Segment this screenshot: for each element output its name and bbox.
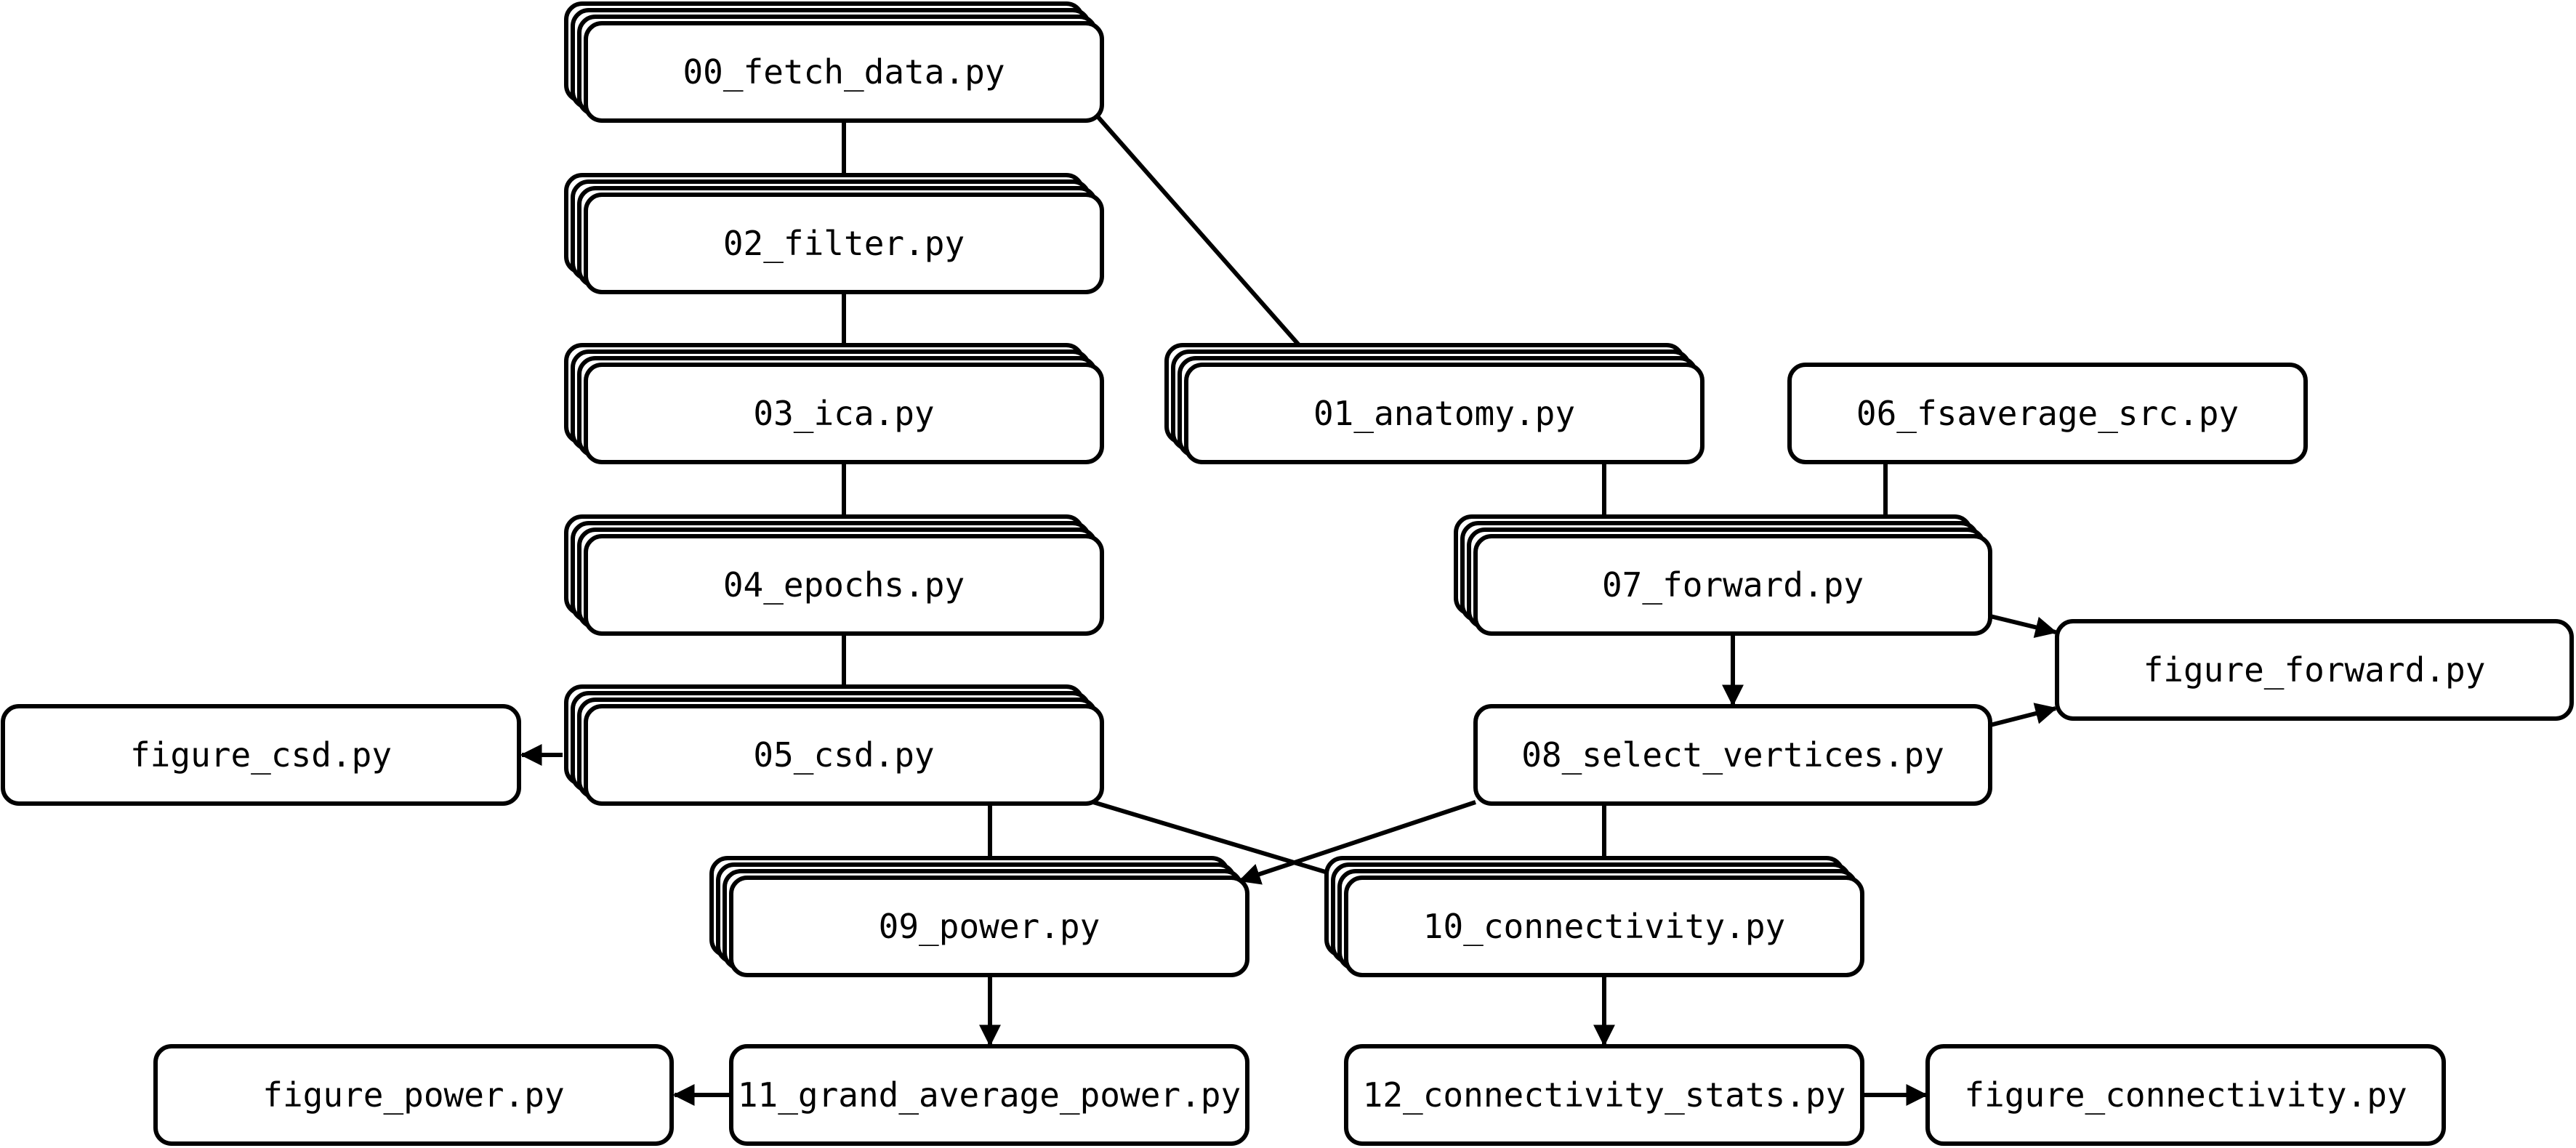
node-box: [729, 1044, 1249, 1146]
node-label: figure_connectivity.py: [1964, 1075, 2407, 1115]
node-n11: 11_grand_average_power.py: [729, 1044, 1249, 1146]
node-label: 10_connectivity.py: [1423, 907, 1786, 946]
node-box: [1787, 363, 2308, 464]
node-label: 01_anatomy.py: [1313, 394, 1575, 433]
node-nfc: figure_csd.py: [1, 704, 521, 806]
node-n05: 05_csd.py: [564, 684, 1104, 806]
node-label: 02_filter.py: [723, 224, 965, 263]
node-box: [1473, 704, 1992, 806]
node-label: 04_epochs.py: [723, 565, 965, 605]
node-n08: 08_select_vertices.py: [1473, 704, 1992, 806]
node-label: 06_fsaverage_src.py: [1856, 394, 2239, 433]
node-nfn: figure_connectivity.py: [1925, 1044, 2446, 1146]
node-box: [584, 21, 1104, 123]
node-nfp: figure_power.py: [153, 1044, 674, 1146]
node-n03: 03_ica.py: [564, 343, 1104, 464]
node-n02: 02_filter.py: [564, 173, 1104, 294]
node-n06: 06_fsaverage_src.py: [1787, 363, 2308, 464]
node-n09: 09_power.py: [709, 856, 1249, 977]
node-box: [584, 704, 1104, 806]
edge-n08-to-n09: [1238, 800, 1476, 885]
node-label: 08_select_vertices.py: [1521, 735, 1944, 775]
node-box: [584, 534, 1104, 636]
node-label: 11_grand_average_power.py: [738, 1075, 1241, 1115]
node-box: [1, 704, 521, 806]
node-box: [1344, 1044, 1864, 1146]
node-n01: 01_anatomy.py: [1164, 343, 1704, 464]
edge-n08-to-nff: [1989, 703, 2058, 727]
node-label: 12_connectivity_stats.py: [1363, 1075, 1846, 1115]
node-label: 07_forward.py: [1602, 565, 1864, 605]
node-box: [2055, 619, 2574, 721]
node-box: [153, 1044, 674, 1146]
node-n12: 12_connectivity_stats.py: [1344, 1044, 1864, 1146]
node-n10: 10_connectivity.py: [1324, 856, 1864, 977]
node-box: [1925, 1044, 2446, 1146]
node-box: [1473, 534, 1992, 636]
edge-n07-to-nff: [1989, 614, 2058, 639]
edge-n05-to-n10: [1092, 800, 1361, 887]
node-label: 05_csd.py: [753, 735, 934, 775]
node-label: 00_fetch_data.py: [683, 52, 1005, 92]
node-label: figure_forward.py: [2144, 650, 2486, 690]
node-box: [584, 193, 1104, 294]
node-label: figure_power.py: [262, 1075, 564, 1115]
node-label: figure_csd.py: [130, 735, 392, 775]
node-box: [584, 363, 1104, 464]
node-n04: 04_epochs.py: [564, 514, 1104, 636]
node-label: 03_ica.py: [753, 394, 934, 433]
edge-n00-to-n01: [1094, 113, 1324, 372]
node-box: [1344, 876, 1864, 977]
node-box: [1184, 363, 1704, 464]
node-nff: figure_forward.py: [2055, 619, 2574, 721]
node-label: 09_power.py: [879, 907, 1100, 946]
node-n00: 00_fetch_data.py: [564, 1, 1104, 123]
node-box: [729, 876, 1249, 977]
edges-layer: [520, 113, 2058, 1106]
node-n07: 07_forward.py: [1454, 514, 1992, 636]
